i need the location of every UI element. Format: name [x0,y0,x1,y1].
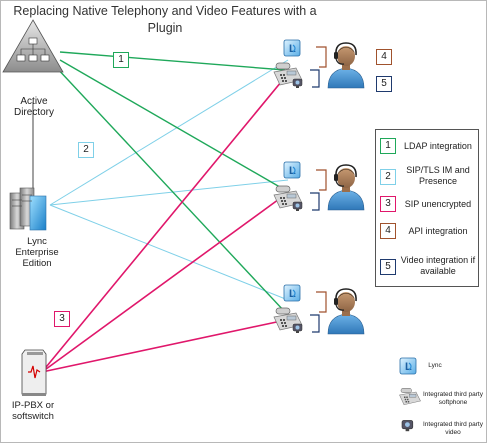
ldap-number-box: 1 [113,52,129,68]
legend-lync-label: Lync [428,362,442,369]
sip-tls-lines [49,59,289,301]
legend-number: 4 [380,223,396,239]
legend-softphone-label: Integrated third party softphone [423,391,483,406]
integration-legend: 1 LDAP integration 2 SIP/TLS IM and Pres… [375,129,479,287]
active-directory-label: Active Directory [13,96,54,118]
legend-row-api: 4 API integration [380,223,478,241]
user-integration-brackets [310,46,327,333]
lync-icon [283,284,301,302]
legend-row-video: 5 Video integration if available [380,254,478,280]
api-number-box: 4 [376,49,392,65]
icon-legend [399,357,421,432]
sip-number-box: 3 [54,311,70,327]
legend-number: 1 [380,138,396,154]
lync-icon [283,39,301,57]
ldap-lines [54,51,286,313]
lync-server-label: Lync Enterprise Edition [15,236,59,269]
video-number-box: 5 [376,76,392,92]
legend-video-label: Integrated third party video [423,421,483,436]
pbx-label: IP-PBX or softswitch [11,400,55,422]
legend-video-icon [401,419,414,432]
diagram-title: Replacing Native Telephony and Video Fea… [13,4,317,35]
user-person-icon [327,288,365,335]
lync-server-icon [9,187,47,231]
lync-icon [283,161,301,179]
video-camera-icon [292,201,303,212]
video-camera-icon [292,323,303,334]
legend-number: 2 [380,169,396,185]
active-directory-icon [2,19,64,73]
legend-number: 3 [380,196,396,212]
legend-label: SIP/TLS IM and Presence [406,165,470,186]
sip-tls-number-box: 2 [78,142,94,158]
legend-row-ldap: 1 LDAP integration [380,138,478,156]
legend-label: SIP unencrypted [404,199,472,209]
user-person-icon [327,164,365,211]
legend-row-sip: 3 SIP unencrypted [380,196,478,214]
legend-lync-icon [399,357,417,375]
legend-number: 5 [380,259,396,275]
legend-label: Video integration if available [400,255,476,276]
legend-row-sip-tls: 2 SIP/TLS IM and Presence [380,164,478,190]
legend-softphone-icon [399,387,421,406]
legend-label: API integration [408,226,468,236]
video-camera-icon [292,78,303,89]
sip-lines [41,75,287,373]
legend-label: LDAP integration [404,141,472,151]
user-person-icon [327,42,365,89]
ip-pbx-icon [21,349,47,396]
